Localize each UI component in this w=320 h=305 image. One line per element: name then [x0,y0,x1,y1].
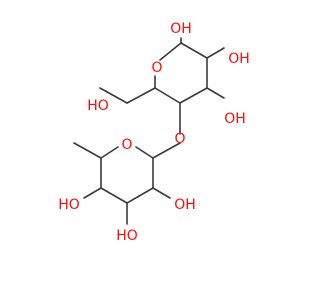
bond [100,187,128,204]
structure-canvas: O OH OH OH HO O O HO OH HO [58,21,250,244]
bond [180,42,208,59]
bond [126,87,156,104]
hydroxyl-label-top: OH [170,21,192,37]
oxygen-label-glycosidic: O [174,131,185,147]
bond [99,87,128,104]
bond [206,87,225,99]
hydroxyl-label-bottom-left: HO [58,197,80,213]
bond [179,87,208,104]
bond [206,47,225,59]
oxygen-label-ring-top: O [151,60,162,76]
bond [152,142,181,159]
oxygen-label-ring-bottom: O [121,137,132,153]
atom-labels: O OH OH OH HO O O HO OH HO [58,21,250,244]
bond [135,146,154,159]
bonds [73,37,225,225]
hydroxyl-label-hoch2: HO [87,98,109,114]
bond [83,187,102,199]
bond [159,42,182,61]
hydroxyl-label-bottom-right: OH [174,197,196,213]
bond [126,187,154,204]
hydroxyl-label-top-right: OH [228,51,250,67]
bond [154,87,181,104]
bond [100,146,119,159]
hydroxyl-label-top-ring-lower: OH [224,111,246,127]
bond [73,142,102,159]
molecule-diagram: O OH OH OH HO O O HO OH HO [58,21,250,244]
bond [152,187,171,199]
hydroxyl-label-bottom: HO [116,228,138,244]
